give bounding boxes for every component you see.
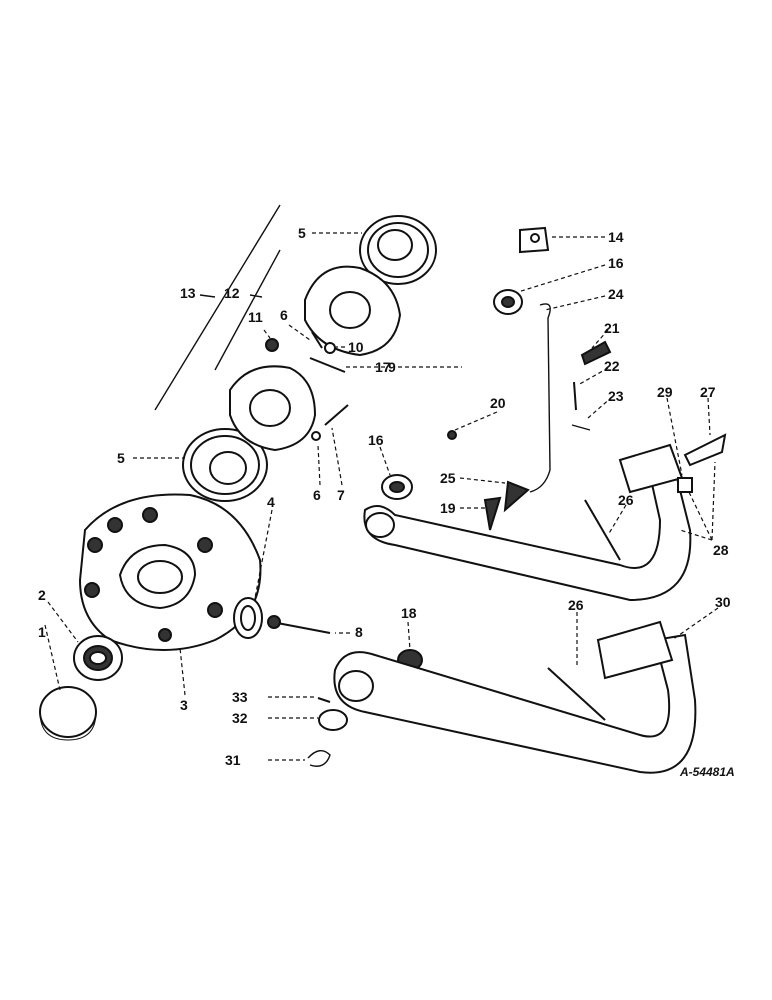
callout-1: 1	[38, 624, 46, 640]
brake-rod	[529, 303, 551, 493]
pin-6-upper	[311, 331, 323, 349]
ring-4	[233, 597, 263, 639]
callout-29: 29	[657, 384, 673, 400]
callout-8: 8	[355, 624, 363, 640]
brake-disc-lower	[182, 428, 268, 502]
callout-31: 31	[225, 752, 241, 768]
callout-20: 20	[490, 395, 506, 411]
pin-20	[447, 430, 457, 440]
brake-housing	[78, 493, 262, 651]
callout-18: 18	[401, 605, 417, 621]
brake-disc-upper	[359, 215, 437, 285]
callout-14: 14	[608, 229, 624, 245]
bushing-lower	[381, 474, 413, 500]
pin-23	[571, 424, 591, 431]
spring-26-upper	[584, 499, 621, 561]
callout-10: 10	[348, 339, 364, 355]
callout-26-lower: 26	[568, 597, 584, 613]
actuator-plate-lower	[229, 365, 317, 452]
callout-4: 4	[267, 494, 275, 510]
callout-19: 19	[440, 500, 456, 516]
clip-14	[519, 226, 550, 254]
group-bracket-12	[214, 249, 281, 371]
callout-7: 7	[337, 487, 345, 503]
link-7	[324, 404, 349, 426]
brake-pedal-right	[363, 443, 692, 602]
drawing-id: A-54481A	[679, 765, 735, 779]
callout-11: 11	[248, 309, 263, 325]
callout-5-upper: 5	[298, 225, 306, 241]
callout-21: 21	[604, 320, 620, 336]
callout-27: 27	[700, 384, 716, 400]
callout-23: 23	[608, 388, 624, 404]
callout-22: 22	[604, 358, 620, 374]
callout-30: 30	[715, 594, 731, 610]
latch-27	[683, 433, 727, 467]
spring-26-lower	[547, 667, 606, 721]
group-bracket-13	[154, 204, 281, 411]
ball-10	[324, 342, 336, 354]
nut-11	[265, 338, 279, 352]
pin-33	[317, 697, 331, 703]
bracket-21	[580, 340, 612, 366]
snap-ring-31	[307, 750, 331, 767]
callout-33: 33	[232, 689, 248, 705]
callout-5-lower: 5	[117, 450, 125, 466]
leader-lines	[44, 232, 719, 761]
callout-6-upper: 6	[280, 307, 288, 323]
pin-6-lower	[311, 431, 321, 441]
clip-29	[677, 477, 693, 493]
lever-25	[503, 480, 530, 513]
callout-24: 24	[608, 286, 624, 302]
callout-16-upper: 16	[608, 255, 624, 271]
callout-13: 13	[180, 285, 196, 301]
callout-12: 12	[224, 285, 240, 301]
ring-32	[318, 709, 348, 731]
bushing-upper	[493, 289, 523, 315]
callout-3: 3	[180, 697, 188, 713]
link-9	[309, 357, 346, 373]
seal	[73, 635, 123, 681]
cross-shaft	[411, 296, 504, 469]
brake-pedal-left	[333, 620, 697, 774]
callout-26-upper: 26	[618, 492, 634, 508]
callout-17: 17	[375, 359, 391, 375]
callout-25: 25	[440, 470, 456, 486]
pawl-19	[483, 496, 502, 531]
cap	[39, 686, 97, 741]
spring-22	[573, 381, 577, 411]
callout-2: 2	[38, 587, 46, 603]
callout-6-lower: 6	[313, 487, 321, 503]
callout-16-lower: 16	[368, 432, 384, 448]
callout-32: 32	[232, 710, 248, 726]
callout-labels: 1 2 3 4 5 5 6 6 7 8 9 10 11 12 13 14 16 …	[38, 225, 735, 779]
bolt-8	[267, 615, 331, 634]
callout-9: 9	[388, 359, 396, 375]
callout-28: 28	[713, 542, 729, 558]
